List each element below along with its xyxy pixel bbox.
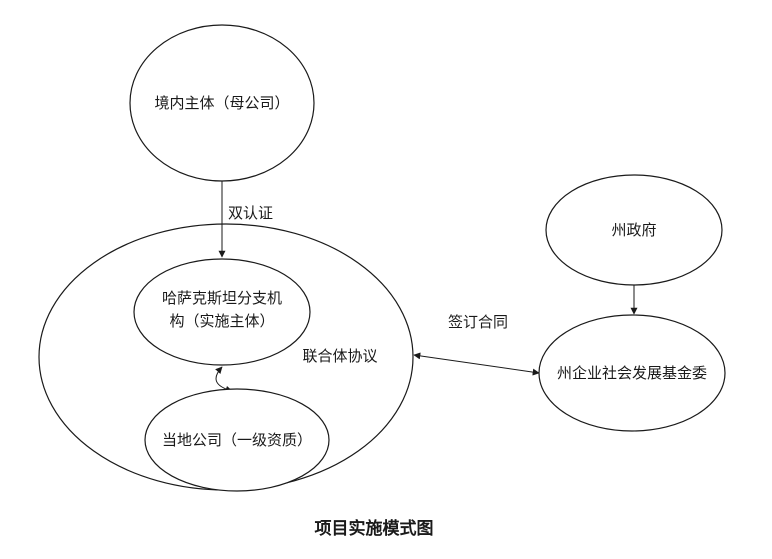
parent-company-label: 境内主体（母公司） xyxy=(154,94,289,112)
kz-branch-label-line2: 构（实施主体） xyxy=(169,312,274,330)
certification-label: 双认证 xyxy=(228,204,273,222)
figure-caption: 项目实施模式图 xyxy=(315,518,434,539)
state-government-label: 州政府 xyxy=(611,221,656,239)
fund-committee-label: 州企业社会发展基金委 xyxy=(557,364,707,382)
local-company-node xyxy=(144,388,330,492)
kz-branch-node xyxy=(133,258,311,366)
contract-label: 签订合同 xyxy=(448,313,508,331)
contract-arrow xyxy=(413,352,540,376)
consortium-label: 联合体协议 xyxy=(302,347,377,365)
local-company-label: 当地公司（一级资质） xyxy=(162,431,312,449)
kz-branch-label-line1: 哈萨克斯坦分支机 xyxy=(162,289,282,307)
branch-local-link xyxy=(215,366,233,393)
